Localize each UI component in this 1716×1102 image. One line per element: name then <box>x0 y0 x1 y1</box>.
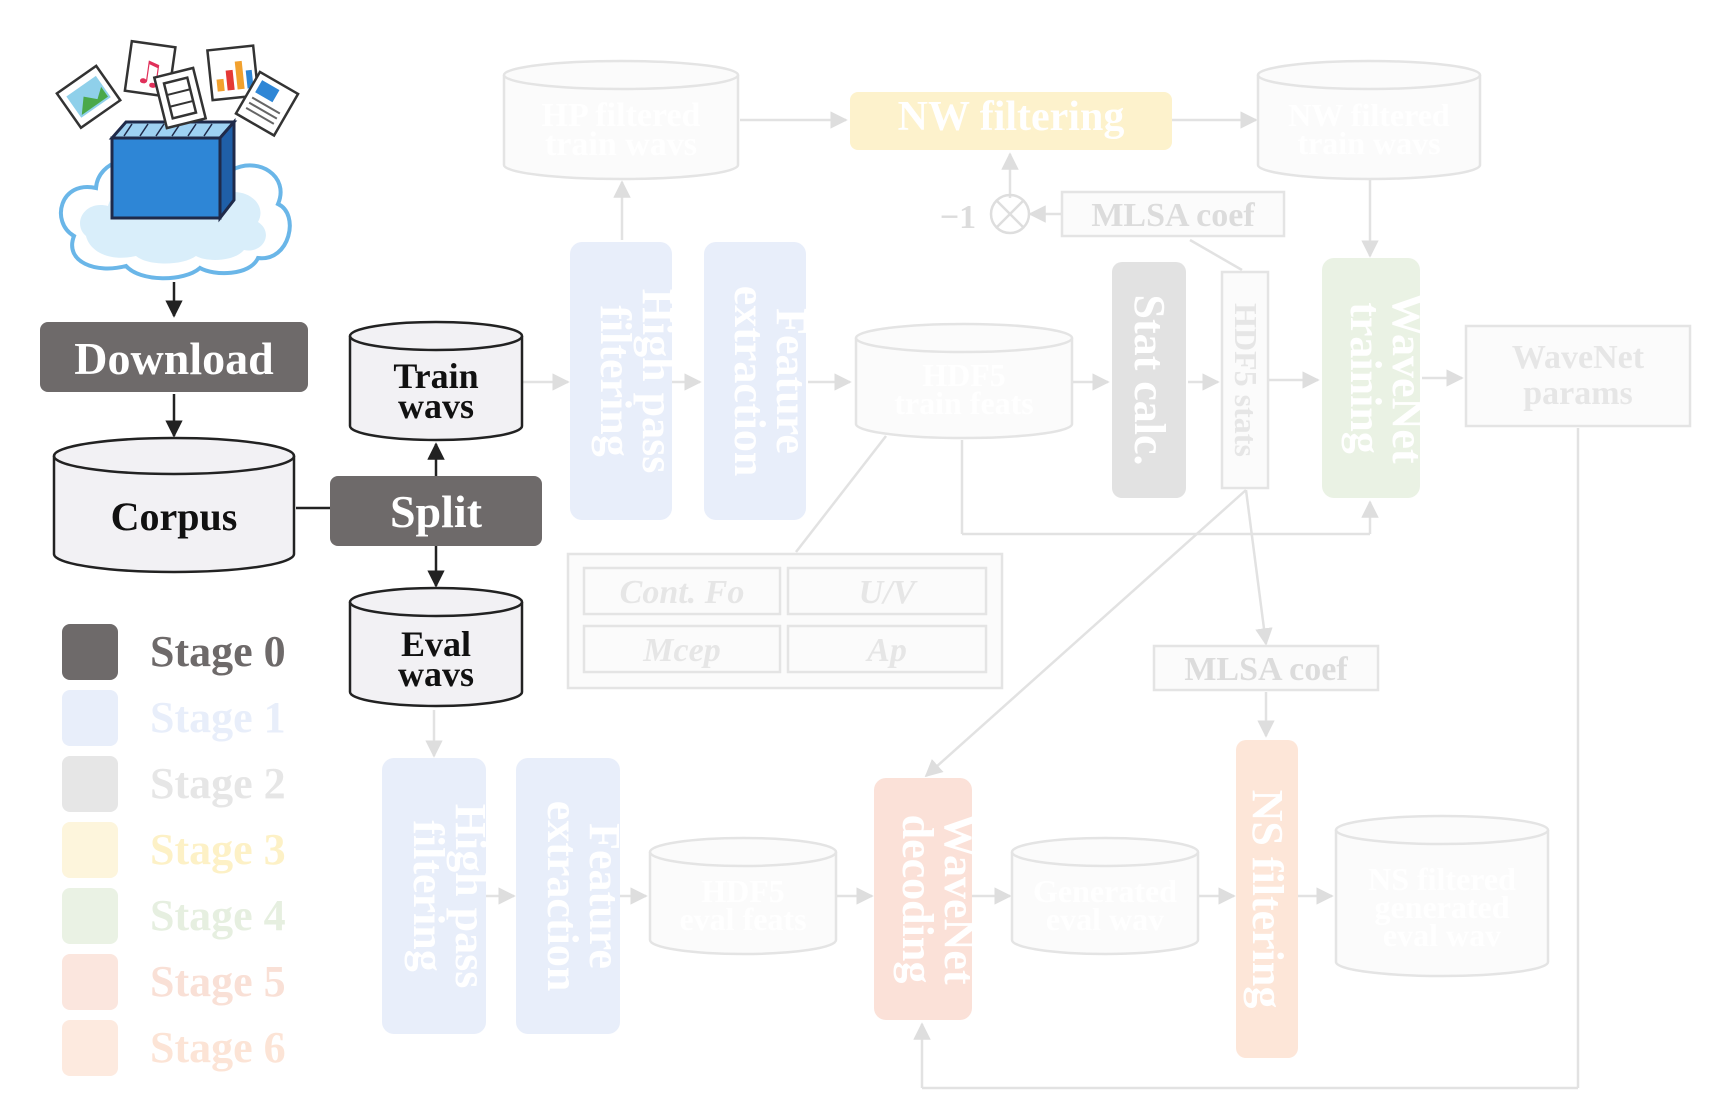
wn-params-line2: params <box>1523 375 1633 412</box>
legend-item-stage-1: Stage 1 <box>62 690 286 746</box>
legend-label-stage-6: Stage 6 <box>150 1023 286 1072</box>
legend-item-stage-2: Stage 2 <box>62 756 286 812</box>
hp-train-line1: High pass <box>633 289 682 474</box>
hp-eval-line2: filtering <box>404 820 453 972</box>
mlsa-coef-mid: MLSA coef <box>1152 644 1380 692</box>
wn-training-line2: training <box>1341 302 1390 454</box>
fe-train-line2: extraction <box>725 286 774 477</box>
legend-label-stage-3: Stage 3 <box>150 825 286 874</box>
cloud-storage-icon: ♫ <box>55 39 300 281</box>
legend-label-stage-1: Stage 1 <box>150 693 286 742</box>
split-box: Split <box>330 476 542 546</box>
faint-layer: HP filtered train wavs NW filtering NW f… <box>382 59 1692 1090</box>
legend-item-stage-4: Stage 4 <box>62 888 286 944</box>
nw-filtered-train-wavs: NW filtered train wavs <box>1256 59 1482 181</box>
train-wavs-line2: wavs <box>398 386 474 426</box>
nw-filtering-label: NW filtering <box>898 94 1125 140</box>
split-label: Split <box>390 486 483 537</box>
generated-line2: eval wav <box>1046 901 1164 937</box>
feature-extraction-eval: Feature extraction <box>516 758 629 1034</box>
fe-train-line1: Feature <box>767 308 816 454</box>
legend-label-stage-5: Stage 5 <box>150 957 286 1006</box>
hp-filtered-line2: train wavs <box>545 126 697 163</box>
legend-item-stage-0: Stage 0 <box>62 624 286 680</box>
train-wavs-cylinder: Train wavs <box>348 320 524 442</box>
multiply-circle <box>989 193 1031 235</box>
hdf5-eval-line2: eval feats <box>679 901 806 937</box>
stage0-layer: ♫ Download Corpus Split <box>40 39 542 708</box>
feature-uv: U/V <box>859 574 918 611</box>
ns-filtering-box: NS filtering <box>1236 740 1298 1058</box>
wavenet-training-box: WaveNet training <box>1322 258 1432 498</box>
generated-eval-wav: Generated eval wav <box>1010 836 1200 956</box>
stat-calc-label: Stat calc. <box>1125 294 1174 465</box>
eval-wavs-line2: wavs <box>398 654 474 694</box>
fe-eval-line1: Feature <box>580 823 629 969</box>
generated-line1: Generated <box>1033 873 1177 909</box>
wn-params-line1: WaveNet <box>1512 339 1645 376</box>
stage0-connectors <box>165 282 445 588</box>
feature-set-panel: Cont. Fo U/V Mcep Ap <box>566 552 1004 690</box>
nw-filtered-line1: NW filtered <box>1288 97 1450 133</box>
train-wavs-line1: Train <box>393 356 478 396</box>
nw-filtering-box: NW filtering <box>850 92 1172 150</box>
ns-filtered-line2: generated <box>1374 889 1509 925</box>
feature-ap: Ap <box>865 632 907 669</box>
legend-label-stage-4: Stage 4 <box>150 891 286 940</box>
wavenet-decoding-box: WaveNet decoding <box>874 778 984 1020</box>
hdf5-eval-feats: HDF5 eval feats <box>648 836 838 956</box>
hdf5-train-feats: HDF5 train feats <box>854 322 1074 440</box>
wn-training-line1: WaveNet <box>1383 292 1432 463</box>
mlsa-coef-top-label: MLSA coef <box>1091 197 1255 234</box>
wn-decoding-line1: WaveNet <box>935 813 984 984</box>
feature-cont-f0: Cont. Fo <box>620 574 745 611</box>
download-box: Download <box>40 322 308 392</box>
legend-label-stage-2: Stage 2 <box>150 759 286 808</box>
ns-filtered-line3: eval wav <box>1383 917 1501 953</box>
download-label: Download <box>74 333 274 384</box>
minus-one-label: −1 <box>940 199 976 236</box>
hdf5-stats-label: HDF5 stats <box>1228 303 1264 457</box>
hdf5-train-line2: train feats <box>894 385 1034 421</box>
high-pass-filtering-eval: High pass filtering <box>382 758 495 1034</box>
legend-item-stage-3: Stage 3 <box>62 822 286 878</box>
faint-connectors <box>425 111 1580 1090</box>
ns-filtered-generated-eval-wav: NS filtered generated eval wav <box>1334 814 1550 978</box>
mlsa-coef-mid-label: MLSA coef <box>1184 651 1348 688</box>
eval-wavs-cylinder: Eval wavs <box>348 586 524 708</box>
hdf5-eval-line1: HDF5 <box>701 873 785 909</box>
stat-calc-box: Stat calc. <box>1112 262 1186 498</box>
mlsa-coef-top: MLSA coef <box>1060 190 1286 238</box>
high-pass-filtering-train: High pass filtering <box>570 242 682 520</box>
corpus-label: Corpus <box>111 494 238 539</box>
stage-legend: Stage 0 Stage 1 Stage 2 Stage 3 Stage 4 … <box>62 624 286 1076</box>
legend-label-stage-0: Stage 0 <box>150 627 286 676</box>
feature-mcep: Mcep <box>642 632 720 669</box>
hp-filtered-train-wavs: HP filtered train wavs <box>502 59 740 181</box>
legend-item-stage-5: Stage 5 <box>62 954 286 1010</box>
feature-extraction-train: Feature extraction <box>704 242 816 520</box>
ns-filtered-line1: NS filtered <box>1368 861 1516 897</box>
corpus-cylinder: Corpus <box>52 436 296 574</box>
hdf5-stats-box: HDF5 stats <box>1220 270 1270 490</box>
hp-eval-line1: High pass <box>446 804 495 989</box>
ns-filtering-label: NS filtering <box>1243 790 1292 1009</box>
fe-eval-line2: extraction <box>538 801 587 992</box>
hp-train-line2: filtering <box>591 305 640 457</box>
legend-item-stage-6: Stage 6 <box>62 1020 286 1076</box>
wavenet-params-box: WaveNet params <box>1464 324 1692 428</box>
hp-filtered-line1: HP filtered <box>542 97 701 134</box>
eval-wavs-line1: Eval <box>401 624 471 664</box>
wn-decoding-line2: decoding <box>893 815 942 984</box>
nw-filtered-line2: train wavs <box>1297 125 1440 161</box>
hdf5-train-line1: HDF5 <box>922 357 1006 393</box>
